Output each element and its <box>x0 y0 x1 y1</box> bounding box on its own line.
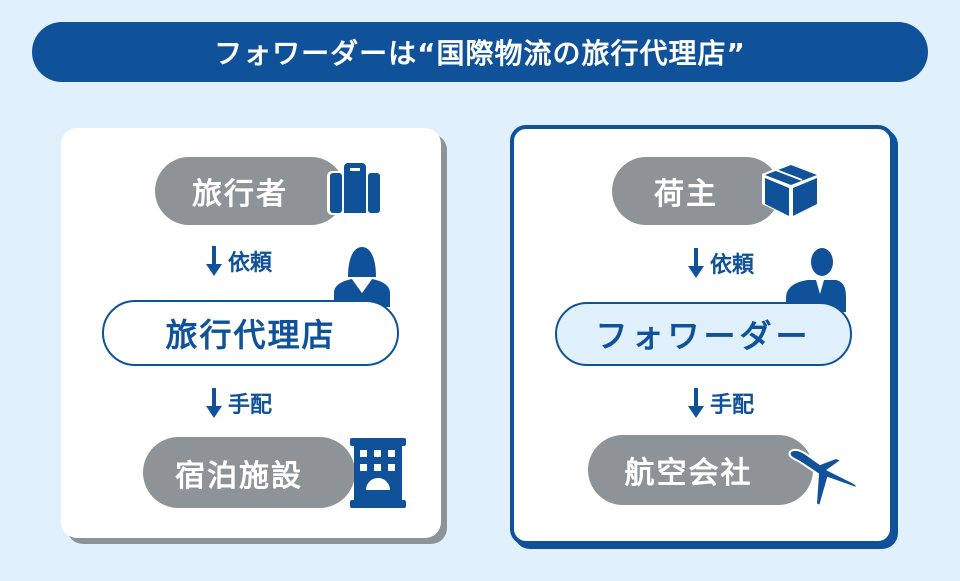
arrange-step: 手配 <box>688 387 754 419</box>
request-step: 依頼 <box>206 245 272 277</box>
airline-pill: 航空会社 <box>588 435 813 505</box>
traveler-pill: 旅行者 <box>155 157 345 225</box>
travel-agency-pill: 旅行代理店 <box>102 300 399 366</box>
request-label: 依頼 <box>228 251 273 276</box>
shipper-pill: 荷主 <box>612 157 780 225</box>
suitcase-icon <box>327 163 383 215</box>
arrow-down-icon <box>206 388 222 418</box>
request-label: 依頼 <box>710 253 755 278</box>
arrow-down-icon <box>688 248 704 278</box>
airplane-icon <box>788 448 858 506</box>
page-title: フォワーダーは“国際物流の旅行代理店” <box>32 22 928 82</box>
female-agent-icon <box>334 247 390 307</box>
arrange-label: 手配 <box>228 393 273 418</box>
arrow-down-icon <box>688 388 704 418</box>
accommodation-pill: 宿泊施設 <box>143 437 355 508</box>
arrow-down-icon <box>206 246 222 276</box>
forwarder-pill: フォワーダー <box>555 302 852 366</box>
hotel-building-icon <box>350 438 406 508</box>
box-icon <box>762 162 820 218</box>
arrange-step: 手配 <box>206 387 272 419</box>
request-step: 依頼 <box>688 247 754 279</box>
arrange-label: 手配 <box>710 393 755 418</box>
